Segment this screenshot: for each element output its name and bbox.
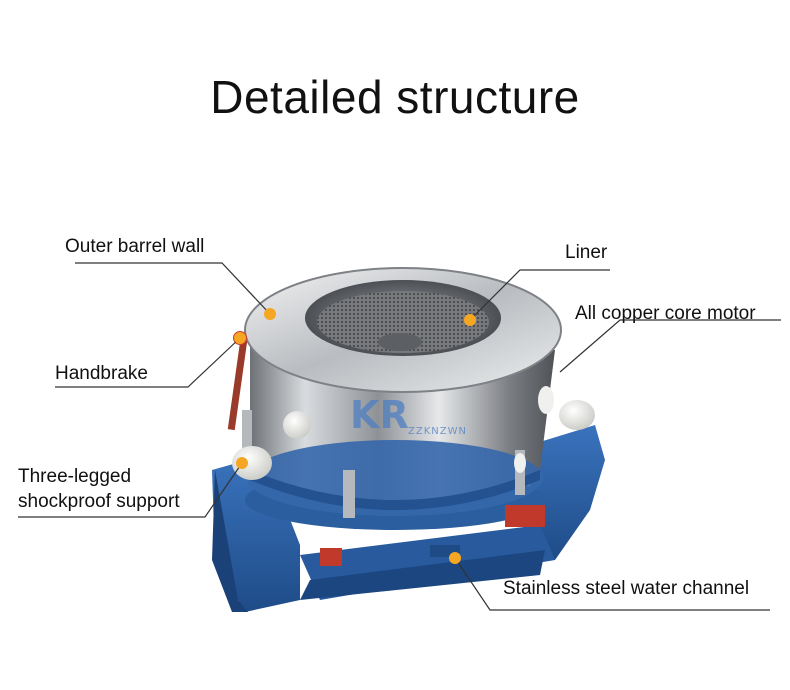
label-support-line1: Three-legged: [18, 466, 132, 487]
leader-motor: [559, 319, 781, 373]
shock-pads: [232, 386, 595, 480]
markers: [234, 308, 476, 564]
marker-handbrake: [234, 332, 246, 344]
marker-water-channel: [449, 552, 461, 564]
label-outer-barrel-wall: Outer barrel wall: [65, 236, 205, 257]
page-title: Detailed structure: [210, 71, 580, 123]
marker-liner: [464, 314, 476, 326]
leader-handbrake: [55, 337, 241, 388]
label-liner: Liner: [565, 242, 608, 263]
svg-text:ZZKNZWN: ZZKNZWN: [408, 426, 467, 437]
marker-outer-barrel-wall: [264, 308, 276, 320]
leader-support: [18, 462, 243, 518]
leader-outer-barrel-wall: [75, 262, 271, 315]
label-motor: All copper core motor: [575, 303, 756, 324]
watermark: KR ZZKNZWN: [350, 393, 467, 437]
leader-lines: [18, 262, 781, 611]
leader-water-channel: [454, 557, 770, 611]
marker-support: [236, 457, 248, 469]
label-support-line2: shockproof support: [18, 491, 180, 512]
svg-text:KR: KR: [350, 393, 409, 437]
label-water-channel: Stainless steel water channel: [503, 578, 750, 599]
label-handbrake: Handbrake: [55, 363, 148, 384]
leader-liner: [469, 269, 610, 321]
lid: [244, 267, 562, 393]
